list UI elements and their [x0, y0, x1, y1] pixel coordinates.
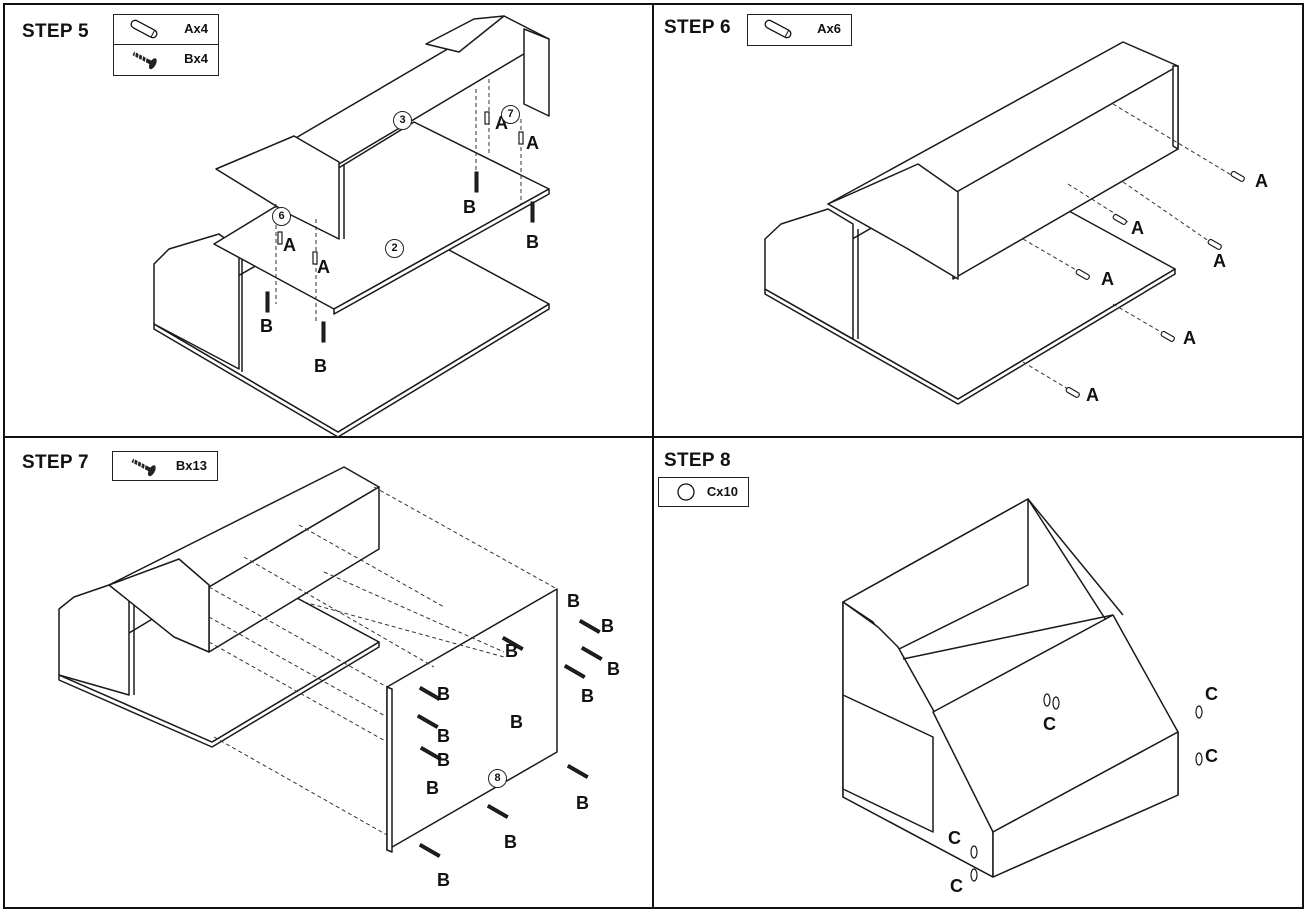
- dowel-marker: [518, 131, 524, 145]
- step-title: STEP 8: [664, 450, 731, 471]
- cap-icon: [677, 483, 695, 501]
- parts-list: Bx13: [112, 451, 218, 481]
- label-b: B: [510, 712, 523, 732]
- label-a: A: [1183, 328, 1196, 348]
- label-b: B: [437, 684, 450, 704]
- part-number-badge: 2: [385, 239, 404, 258]
- parts-row-screw: Bx13: [113, 452, 217, 480]
- dowel-icon: [764, 19, 792, 39]
- dowel-quantity: Ax4: [184, 21, 208, 36]
- dowel-quantity: Ax6: [817, 21, 841, 36]
- label-c: C: [1043, 714, 1056, 734]
- dowel-marker: [1065, 386, 1080, 398]
- dowel-marker: [1230, 170, 1245, 182]
- screw-icon: [131, 458, 156, 477]
- dowel-marker: [1160, 330, 1175, 342]
- side-panel-8: [386, 588, 558, 851]
- label-b: B: [576, 793, 589, 813]
- screw-marker: [474, 171, 479, 193]
- label-b: B: [463, 197, 476, 217]
- label-b: B: [567, 591, 580, 611]
- front-board: [992, 731, 1179, 878]
- screw-quantity: Bx4: [184, 51, 208, 66]
- part-number-badge: 7: [501, 105, 520, 124]
- dowel-marker: [1207, 238, 1222, 250]
- label-b: B: [607, 659, 620, 679]
- label-b: B: [260, 316, 273, 336]
- left-upper-panel: [108, 558, 210, 653]
- screw-icon: [132, 51, 157, 70]
- parts-list: Ax4 Bx4: [113, 14, 219, 76]
- label-b: B: [314, 356, 327, 376]
- dowel-marker: [1112, 213, 1127, 225]
- step-title: STEP 6: [664, 17, 731, 38]
- dowel-marker: [277, 231, 283, 245]
- label-a: A: [1255, 171, 1268, 191]
- parts-row-screw: Bx4: [114, 44, 218, 73]
- parts-row-dowel: Ax6: [748, 15, 851, 43]
- label-b: B: [601, 616, 614, 636]
- step-8-panel: STEP 8 Cx10: [653, 437, 1303, 908]
- label-b: B: [504, 832, 517, 852]
- cap-markers: [970, 693, 1203, 882]
- parts-list: Ax6: [747, 14, 852, 46]
- parts-row-dowel: Ax4: [114, 15, 218, 43]
- left-side-panel: [764, 208, 854, 340]
- left-side-panel: [58, 584, 130, 696]
- dowel-marker: [484, 111, 490, 125]
- label-c: C: [1205, 746, 1218, 766]
- label-c: C: [1205, 684, 1218, 704]
- cap-quantity: Cx10: [706, 484, 738, 499]
- step-5-panel: STEP 5 Ax4: [4, 4, 653, 438]
- screw-marker: [530, 201, 535, 223]
- part-number-badge: 8: [488, 769, 507, 788]
- step-title: STEP 5: [22, 21, 89, 42]
- step-6-drawing: [764, 41, 1245, 405]
- label-b: B: [437, 726, 450, 746]
- step-5-drawing: [153, 15, 550, 438]
- left-upper-panel: [215, 135, 340, 240]
- label-b: B: [437, 750, 450, 770]
- label-c: C: [950, 876, 963, 896]
- left-upper-panel: [827, 163, 959, 280]
- label-b: B: [505, 641, 518, 661]
- screw-marker: [321, 321, 326, 343]
- step-7-drawing: [58, 466, 603, 858]
- parts-row-cap: Cx10: [659, 478, 748, 506]
- label-b: B: [581, 686, 594, 706]
- dowel-marker: [312, 251, 318, 265]
- parts-list: Cx10: [658, 477, 749, 507]
- lower-cubby: [842, 694, 934, 833]
- label-a: A: [526, 133, 539, 153]
- label-a: A: [283, 235, 296, 255]
- dowel-marker: [1075, 268, 1090, 280]
- step-7-panel: STEP 7 Bx13: [4, 437, 653, 908]
- right-end-panel: [523, 28, 550, 117]
- step-8-drawing: [842, 498, 1203, 882]
- screw-quantity: Bx13: [175, 458, 207, 473]
- step-title: STEP 7: [22, 452, 89, 473]
- label-a: A: [1131, 218, 1144, 238]
- back-panel: [842, 498, 1029, 653]
- screw-marker: [265, 291, 270, 313]
- label-a: A: [317, 257, 330, 277]
- label-a: A: [1213, 251, 1226, 271]
- part-number-badge: 6: [272, 207, 291, 226]
- step-6-panel: STEP 6 Ax6: [653, 4, 1303, 437]
- screw-markers: [416, 618, 603, 858]
- label-a: A: [1086, 385, 1099, 405]
- label-a: A: [1101, 269, 1114, 289]
- label-c: C: [948, 828, 961, 848]
- label-b: B: [437, 870, 450, 890]
- part-number-badge: 3: [393, 111, 412, 130]
- label-b: B: [526, 232, 539, 252]
- dowel-icon: [130, 19, 158, 39]
- label-b: B: [426, 778, 439, 798]
